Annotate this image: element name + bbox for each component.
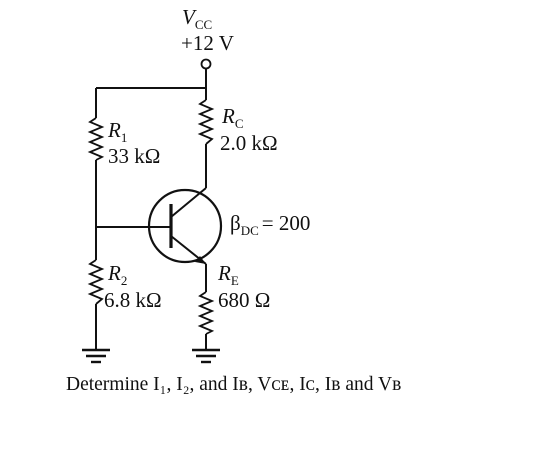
- r2-resistor: [87, 259, 105, 305]
- r1-value: 33 kΩ: [108, 144, 160, 168]
- vcc-label: VCC: [182, 5, 212, 32]
- r2-label: R2: [107, 261, 127, 288]
- re-value: 680 Ω: [218, 288, 270, 312]
- vcc-value: +12 V: [181, 31, 234, 55]
- beta-label: βDC= 200: [230, 211, 310, 238]
- question-text: Determine I₁, I₂, and Iʙ, Vᴄᴇ, Iᴄ, Iʙ an…: [66, 374, 402, 395]
- vcc-terminal: [200, 58, 212, 70]
- r1-resistor: [87, 117, 105, 161]
- re-label: RE: [217, 261, 239, 288]
- rc-value: 2.0 kΩ: [220, 131, 278, 155]
- rc-resistor: [197, 99, 215, 145]
- r1-label: R1: [107, 118, 127, 145]
- ground-icon: [82, 348, 110, 364]
- rc-label: RC: [221, 104, 244, 131]
- npn-transistor-icon: [147, 187, 223, 265]
- r2-value: 6.8 kΩ: [104, 288, 162, 312]
- ground-icon: [192, 348, 220, 364]
- re-resistor: [197, 291, 215, 335]
